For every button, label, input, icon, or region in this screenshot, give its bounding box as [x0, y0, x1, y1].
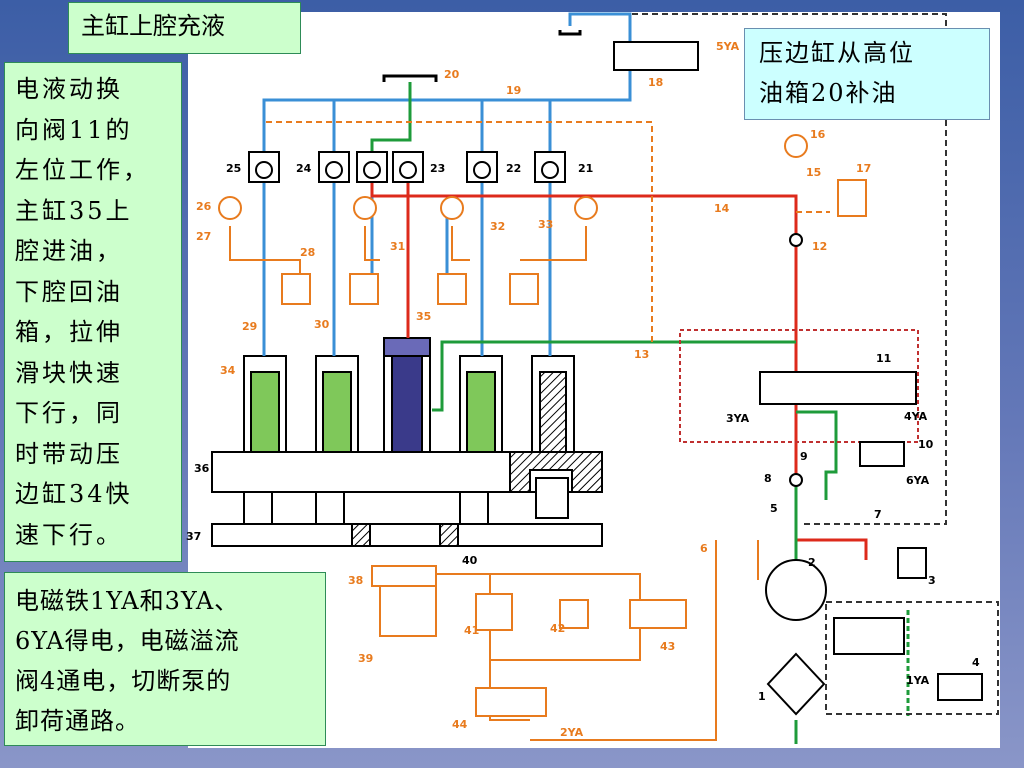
label-28: 28 [300, 246, 315, 259]
left-note-line: 滑块快速 [15, 358, 123, 387]
label-16: 16 [810, 128, 826, 141]
label-8: 8 [764, 472, 772, 485]
cylinders [243, 337, 575, 453]
label-23: 23 [430, 162, 445, 175]
label-21: 21 [578, 162, 593, 175]
pressure-lines [370, 170, 868, 560]
bottom-note-line: 6YA得电，电磁溢流 [15, 627, 240, 655]
label-13: 13 [634, 348, 649, 361]
label-11: 11 [876, 352, 891, 365]
label-34: 34 [220, 364, 236, 377]
direction-valves [613, 41, 983, 716]
label-36: 36 [194, 462, 210, 475]
bottom-note-line: 卸荷通路。 [15, 707, 140, 735]
relief-valves [281, 273, 687, 717]
label-29: 29 [242, 320, 257, 333]
label-42: 42 [550, 622, 565, 635]
left-note-line: 边缸34快 [15, 480, 133, 508]
label-32: 32 [490, 220, 505, 233]
right-note-line: 油箱20补油 [759, 79, 898, 107]
label-43: 43 [660, 640, 675, 653]
label-5ya: 5YA [716, 40, 740, 53]
label-4ya: 4YA [904, 410, 928, 423]
label-18: 18 [648, 76, 663, 89]
label-15: 15 [806, 166, 821, 179]
label-35: 35 [416, 310, 431, 323]
pilot-lines [266, 121, 830, 342]
label-20: 20 [444, 68, 460, 81]
valve-groups [632, 13, 999, 715]
label-1: 1 [758, 690, 766, 703]
label-1ya: 1YA [906, 674, 930, 687]
left-note-line: 左位工作， [15, 156, 150, 184]
right-note-line: 压边缸从高位 [759, 39, 915, 67]
label-24: 24 [296, 162, 312, 175]
right-note-callout: 压边缸从高位 油箱20补油 [744, 28, 990, 120]
check-valves [248, 151, 566, 183]
label-38: 38 [348, 574, 363, 587]
label-26: 26 [196, 200, 212, 213]
bottom-note-callout: 电磁铁1YA和3YA、 6YA得电，电磁溢流 阀4通电，切断泵的 卸荷通路。 [4, 572, 326, 746]
label-41: 41 [464, 624, 479, 637]
label-2: 2 [808, 556, 816, 569]
label-44: 44 [452, 718, 468, 731]
left-note-line: 箱，拉伸 [15, 318, 123, 346]
label-30: 30 [314, 318, 330, 331]
component-labels: 20 19 18 5YA 25 24 23 22 21 16 15 17 14 … [186, 40, 980, 739]
left-note-callout: 电液动换 向阀11的 左位工作， 主缸35上 腔进油， 下腔回油 箱，拉伸 滑块… [4, 62, 182, 562]
label-2ya: 2YA [560, 726, 584, 739]
label-31: 31 [390, 240, 405, 253]
label-33: 33 [538, 218, 553, 231]
pressure-gauges [218, 134, 808, 220]
label-3ya: 3YA [726, 412, 750, 425]
label-39: 39 [358, 652, 373, 665]
return-lines [370, 82, 910, 744]
press-frame [211, 451, 603, 547]
label-40: 40 [462, 554, 478, 567]
label-37: 37 [186, 530, 201, 543]
label-4: 4 [972, 656, 980, 669]
label-19: 19 [506, 84, 521, 97]
left-note-line: 下腔回油 [15, 277, 123, 306]
left-note-line: 速下行。 [15, 520, 123, 549]
left-note-line: 电液动换 [15, 75, 123, 103]
label-10: 10 [918, 438, 934, 451]
left-note-line: 主缸35上 [15, 196, 133, 225]
label-5: 5 [770, 502, 778, 515]
tank-lines [262, 12, 632, 356]
left-note-line: 腔进油， [15, 237, 123, 265]
label-3: 3 [928, 574, 936, 587]
label-27: 27 [196, 230, 211, 243]
bottom-note-line: 电磁铁1YA和3YA、 [15, 587, 240, 615]
label-12: 12 [812, 240, 827, 253]
title-callout: 主缸上腔充液 [68, 2, 301, 54]
label-25: 25 [226, 162, 241, 175]
label-6: 6 [700, 542, 708, 555]
label-9: 9 [800, 450, 808, 463]
left-note-line: 时带动压 [15, 439, 123, 468]
title-text: 主缸上腔充液 [81, 12, 225, 40]
label-14: 14 [714, 202, 730, 215]
label-6ya: 6YA [906, 474, 930, 487]
tank-symbols [382, 30, 582, 82]
label-7: 7 [874, 508, 882, 521]
left-note-line: 下行，同 [15, 399, 123, 427]
left-note-line: 向阀11的 [15, 115, 133, 144]
label-22: 22 [506, 162, 521, 175]
bottom-note-line: 阀4通电，切断泵的 [15, 667, 232, 695]
label-17: 17 [856, 162, 871, 175]
